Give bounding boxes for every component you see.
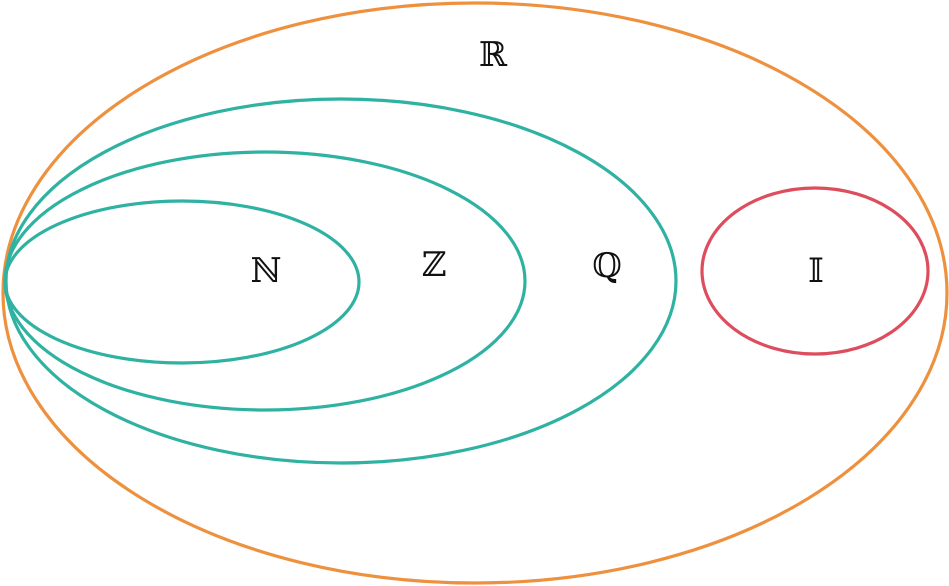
irrationals-ellipse — [700, 186, 930, 356]
rationals-ellipse — [4, 97, 678, 465]
rationals-label: ℚ — [592, 246, 622, 286]
reals-label: ℝ — [479, 35, 508, 75]
naturals-ellipse — [3, 199, 361, 365]
integers-label: ℤ — [422, 245, 447, 285]
irrationals-label: 𝕀 — [808, 251, 824, 291]
naturals-label: ℕ — [250, 251, 281, 291]
